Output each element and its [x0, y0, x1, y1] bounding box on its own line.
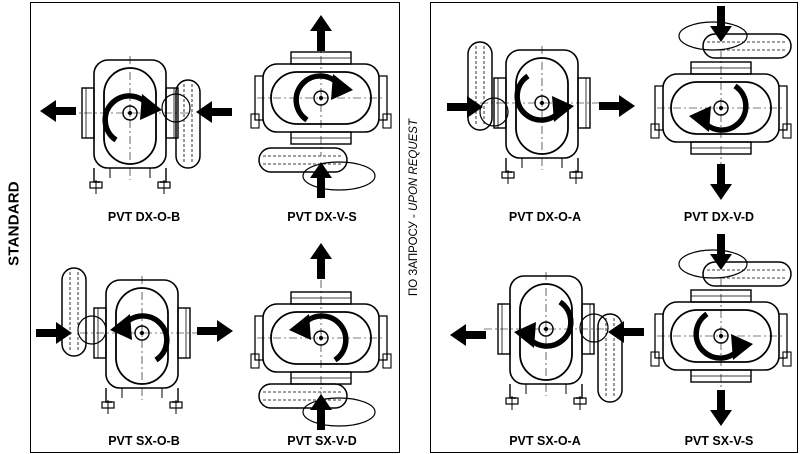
outlet-arrow-icon: [710, 164, 732, 200]
caption-pvt-dx-o-b: PVT DX-O-B: [107, 210, 181, 224]
caption-pvt-dx-o-a: PVT DX-O-A: [508, 210, 582, 224]
inlet-arrow-icon: [447, 96, 483, 118]
pump-dx-v-s: [250, 39, 392, 191]
inlet-arrow-icon: [310, 394, 332, 430]
pump-sx-o-b: [61, 267, 205, 415]
outlet-arrow-icon: [197, 320, 233, 342]
outlet-arrow-icon: [310, 15, 332, 51]
caption-pvt-sx-o-a: PVT SX-O-A: [509, 434, 581, 448]
outlet-arrow-icon: [450, 324, 486, 346]
caption-pvt-dx-v-s: PVT DX-V-S: [287, 210, 357, 224]
inlet-arrow-icon: [196, 101, 232, 123]
caption-pvt-sx-v-d: PVT SX-V-D: [287, 434, 357, 448]
pump-sx-v-s: [650, 249, 792, 395]
pump-dx-o-b: [67, 55, 201, 195]
pump-dx-v-d: [650, 21, 792, 167]
caption-pvt-sx-v-s: PVT SX-V-S: [684, 434, 754, 448]
outlet-arrow-icon: [40, 100, 76, 122]
inlet-arrow-icon: [36, 322, 72, 344]
outlet-arrow-icon: [599, 95, 635, 117]
pump-sx-o-a: [483, 271, 623, 411]
caption-pvt-dx-v-d: PVT DX-V-D: [683, 210, 755, 224]
caption-pvt-sx-o-b: PVT SX-O-B: [108, 434, 180, 448]
outlet-arrow-icon: [310, 243, 332, 279]
inlet-arrow-icon: [310, 162, 332, 198]
pump-sx-v-d: [250, 279, 392, 427]
pump-dx-o-a: [467, 41, 605, 185]
inlet-arrow-icon: [608, 321, 644, 343]
outlet-arrow-icon: [710, 390, 732, 426]
